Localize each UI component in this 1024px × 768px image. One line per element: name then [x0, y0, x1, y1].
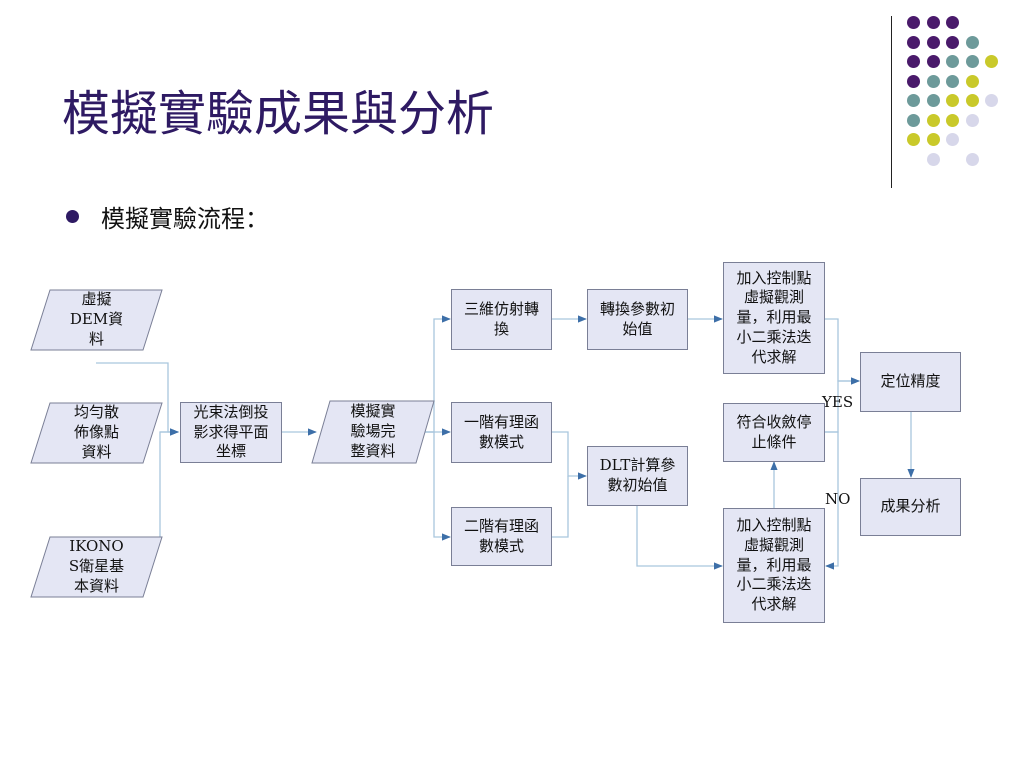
- decorative-dot: [926, 74, 940, 88]
- node-uniform-points: 均勻散 佈像點 資料: [30, 402, 163, 464]
- decorative-dot: [946, 113, 959, 127]
- decorative-dot: [926, 113, 940, 127]
- connector-first-to-dlt: [552, 431, 587, 480]
- connector-second-to-dlt: [552, 476, 569, 538]
- connector-dlt-to-lsq-bottom: [636, 506, 723, 570]
- decorative-dot: [926, 133, 940, 146]
- decorative-dot: [907, 16, 920, 29]
- decorative-dot: [926, 55, 940, 68]
- decorative-dot: [926, 152, 940, 166]
- decorative-dot: [946, 74, 959, 88]
- decorative-dot: [926, 94, 940, 107]
- decorative-dot: [946, 133, 959, 146]
- decorative-dot: [946, 35, 959, 49]
- decorative-dot: [946, 55, 959, 68]
- node-lsq-top: 加入控制點 虛擬觀測 量，利用最 小二乘法迭 代求解: [723, 262, 825, 374]
- decorative-dot: [907, 113, 920, 127]
- node-dlt-init: DLT計算參 數初始值: [587, 446, 688, 506]
- bullet-item: 模擬實驗流程：: [66, 198, 269, 234]
- label-yes: YES: [822, 393, 854, 411]
- decorative-dot: [985, 94, 998, 107]
- node-second-order: 二階有理函 數模式: [451, 507, 552, 566]
- decorative-dot: [907, 55, 920, 68]
- decorative-dot: [965, 152, 979, 166]
- node-virtual-dem-label: 虛擬 DEM資 料: [69, 290, 124, 348]
- node-ikonos-data: IKONO S衛星基 本資料: [30, 536, 163, 598]
- bullet-dot-icon: [66, 209, 79, 223]
- page-title: 模擬實驗成果與分析: [62, 86, 495, 142]
- node-sim-complete: 模擬實 驗場完 整資料: [311, 400, 435, 464]
- label-no: NO: [825, 490, 851, 508]
- node-virtual-dem: 虛擬 DEM資 料: [30, 289, 163, 351]
- decorative-dot: [926, 16, 940, 29]
- node-convert-init: 轉換參數初 始值: [587, 289, 688, 350]
- decorative-dot: [965, 113, 979, 127]
- connector-sim-to-second: [418, 431, 451, 541]
- node-sim-complete-label: 模擬實 驗場完 整資料: [350, 402, 396, 460]
- node-ikonos-data-label: IKONO S衛星基 本資料: [68, 537, 125, 595]
- decorative-dot: [926, 35, 940, 49]
- decorative-dot: [907, 94, 920, 107]
- decorative-dot: [907, 133, 920, 146]
- decorative-divider: [891, 16, 892, 188]
- decorative-dot: [965, 74, 979, 88]
- bullet-text: 模擬實驗流程：: [101, 204, 269, 233]
- connector-lsq-top-to-accuracy: [825, 318, 860, 385]
- node-affine-3d: 三維仿射轉 換: [451, 289, 552, 350]
- connector-converge-yes: [825, 377, 860, 433]
- node-convergence-check: 符合收斂停 止條件: [723, 403, 825, 462]
- node-bundle-projection: 光束法倒投 影求得平面 坐標: [180, 402, 282, 463]
- decorative-dot: [907, 35, 920, 49]
- node-positioning-accuracy: 定位精度: [860, 352, 961, 412]
- decorative-dot: [907, 74, 920, 88]
- decorative-dot: [946, 94, 959, 107]
- node-lsq-bottom: 加入控制點 虛擬觀測 量，利用最 小二乘法迭 代求解: [723, 508, 825, 623]
- decorative-dot: [985, 55, 998, 68]
- decorative-dot: [946, 16, 959, 29]
- decorative-dot: [965, 94, 979, 107]
- node-result-analysis: 成果分析: [860, 478, 961, 536]
- node-uniform-points-label: 均勻散 佈像點 資料: [73, 403, 119, 461]
- node-first-order: 一階有理函 數模式: [451, 402, 552, 463]
- decorative-dot: [965, 55, 979, 68]
- decorative-dot: [965, 35, 979, 49]
